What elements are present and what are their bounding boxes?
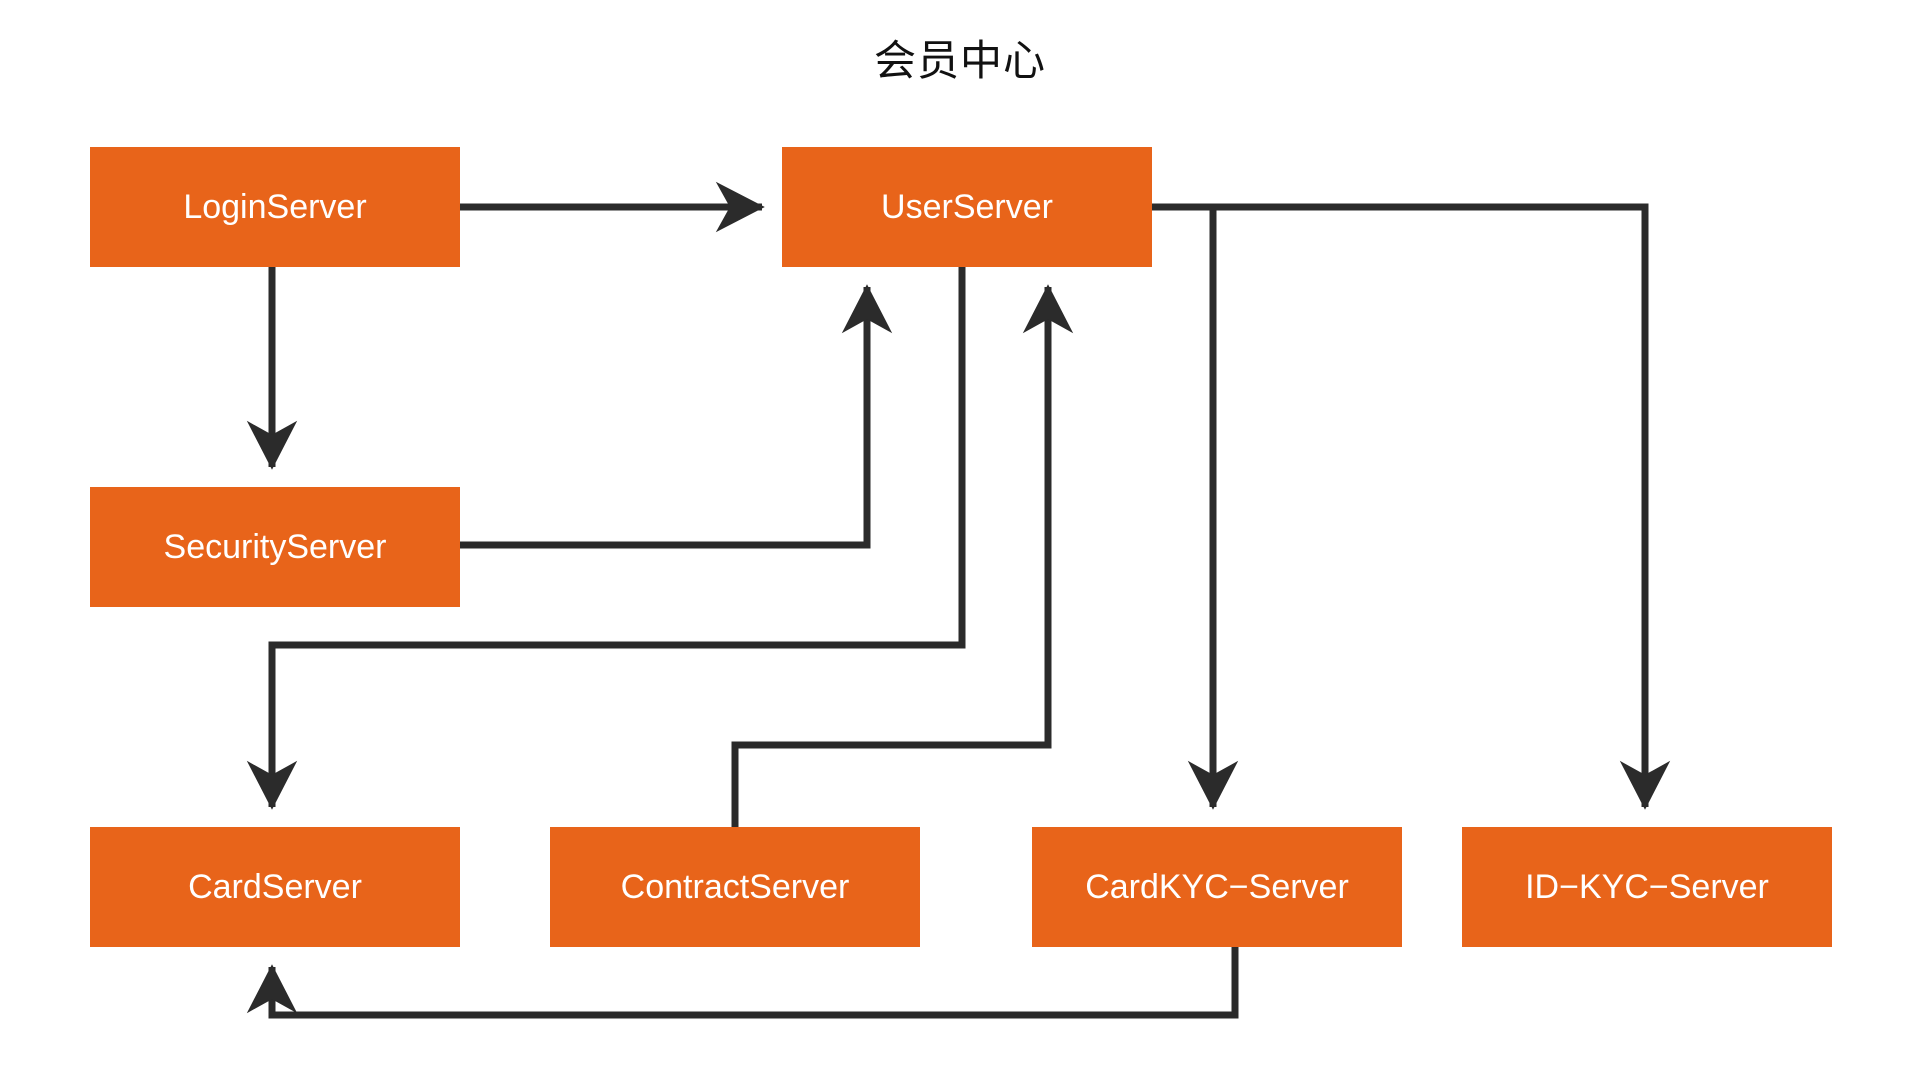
node-label: UserServer: [881, 188, 1053, 226]
node-label: ContractServer: [620, 868, 850, 906]
node-label: LoginServer: [183, 188, 367, 226]
node-label: CardServer: [188, 868, 362, 906]
page-title: 会员中心: [873, 36, 1046, 85]
edge-user-to-idkyc: [1152, 203, 1671, 810]
node-card[interactable]: CardServer: [90, 827, 460, 947]
edge-cardkyc-to-card: [246, 947, 1239, 1019]
node-cardkyc[interactable]: CardKYC−Server: [1032, 827, 1402, 947]
edge-contract-to-user: [731, 284, 1074, 827]
node-label: ID−KYC−Server: [1525, 868, 1769, 906]
node-login[interactable]: LoginServer: [90, 147, 460, 267]
edge-user-to-cardkyc: [1152, 203, 1239, 810]
node-idkyc[interactable]: ID−KYC−Server: [1462, 827, 1832, 947]
edge-security-to-user: [460, 284, 893, 549]
node-security[interactable]: SecurityServer: [90, 487, 460, 607]
node-user[interactable]: UserServer: [782, 147, 1152, 267]
edge-user-to-card: [246, 267, 966, 810]
node-label: CardKYC−Server: [1085, 868, 1349, 906]
node-label: SecurityServer: [163, 528, 387, 566]
node-contract[interactable]: ContractServer: [550, 827, 920, 947]
